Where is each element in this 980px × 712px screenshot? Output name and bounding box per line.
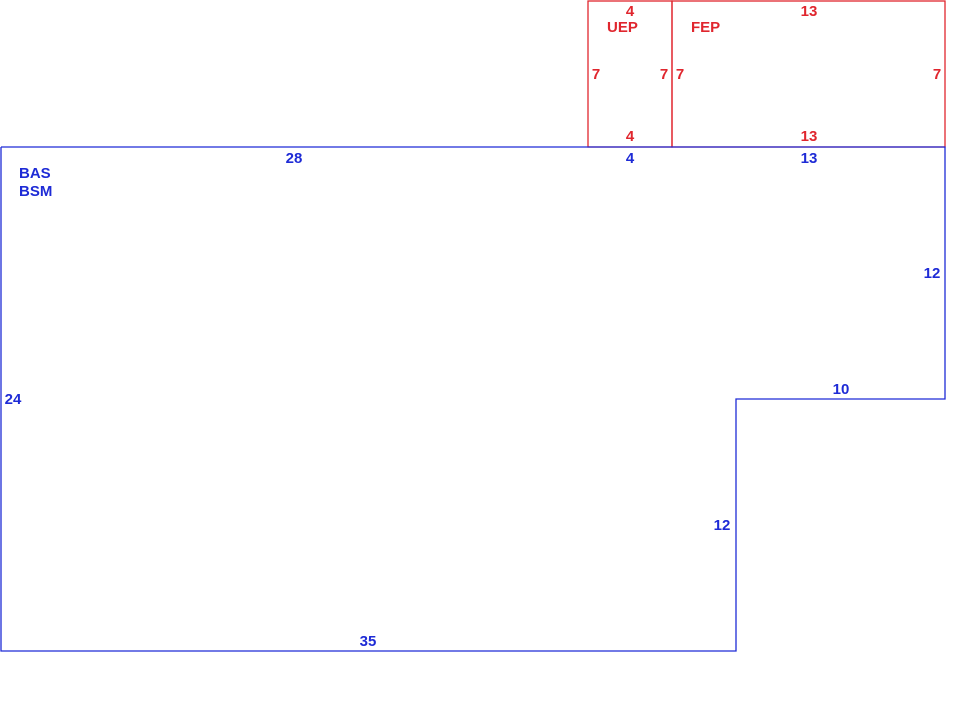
main-top-mid-dimension: 4	[626, 150, 635, 167]
main-right-lower-dimension: 12	[714, 517, 731, 534]
fep-top-dimension: 13	[801, 3, 818, 20]
main-label-bsm: BSM	[19, 183, 52, 200]
fep-right-dimension: 7	[933, 66, 941, 83]
main-area: BAS BSM 28 4 13 12 10 12 35 24	[0, 146, 946, 652]
uep-label: UEP	[607, 19, 638, 36]
porch-areas: 4 UEP 7 7 4 13 FEP 7 7 13	[587, 0, 946, 148]
main-bottom-dimension: 35	[360, 633, 377, 650]
main-outline	[0, 146, 946, 652]
main-step-dimension: 10	[833, 381, 850, 398]
fep-bottom-dimension: 13	[801, 128, 818, 145]
uep-left-dimension: 7	[592, 66, 600, 83]
fep-label: FEP	[691, 19, 720, 36]
main-left-dimension: 24	[5, 391, 22, 408]
uep-right-dimension: 7	[660, 66, 668, 83]
uep-bottom-dimension: 4	[626, 128, 635, 145]
main-right-upper-dimension: 12	[924, 265, 941, 282]
main-top-right-dimension: 13	[801, 150, 818, 167]
fep-left-dimension: 7	[676, 66, 684, 83]
main-top-left-dimension: 28	[286, 150, 303, 167]
main-label-bas: BAS	[19, 165, 51, 182]
uep-top-dimension: 4	[626, 3, 635, 20]
